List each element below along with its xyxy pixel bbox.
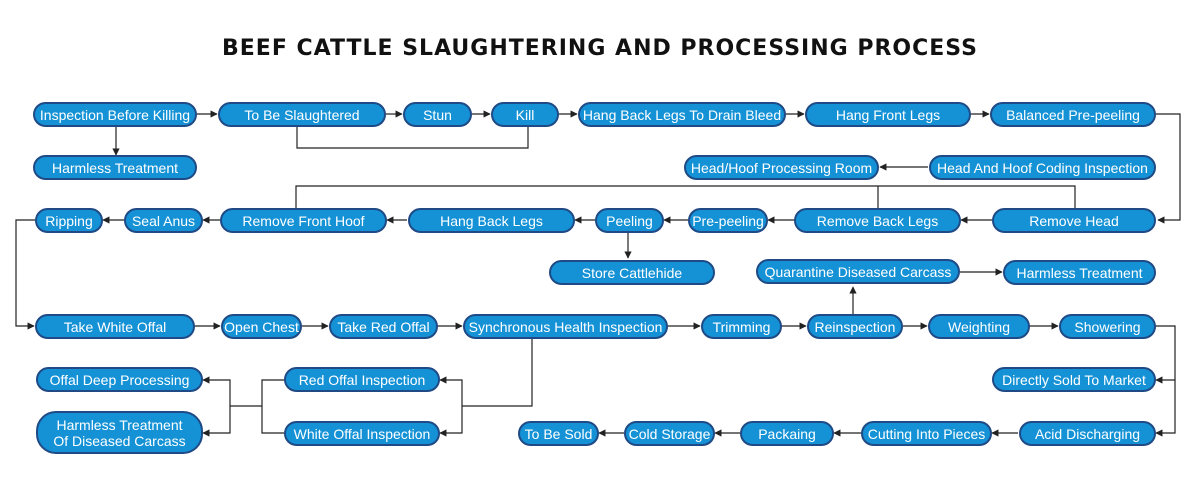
node-weighting: Weighting [928, 314, 1030, 339]
connector-sync-to-offal [462, 338, 533, 407]
node-to-be-sold: To Be Sold [518, 421, 599, 446]
node-balanced-pre-peeling: Balanced Pre-peeling [990, 102, 1156, 127]
node-head-hoof-coding: Head And Hoof Coding Inspection [929, 155, 1156, 180]
node-showering: Showering [1059, 314, 1156, 339]
node-directly-sold: Directly Sold To Market [992, 367, 1156, 392]
node-kill: Kill [491, 102, 559, 127]
arrow-to-red-offal-inspection [439, 376, 463, 406]
node-head-hoof-room: Head/Hoof Processing Room [684, 155, 879, 180]
connector-red-offal-left [261, 379, 284, 434]
node-ripping: Ripping [35, 208, 103, 233]
connector-remove-head-coding [295, 185, 1076, 208]
node-pre-peeling: Pre-peeling [688, 208, 768, 233]
node-red-offal-inspection: Red Offal Inspection [284, 367, 440, 392]
connector-slaughtered-kill [296, 126, 529, 149]
node-store-cattlehide: Store Cattlehide [549, 260, 715, 285]
node-open-chest: Open Chest [221, 314, 302, 339]
node-harmless-treatment-diseased: Harmless Treatment Of Diseased Carcass [36, 411, 203, 454]
node-hang-back-legs-drain: Hang Back Legs To Drain Bleed [578, 102, 786, 127]
arrow-to-white-offal-inspection [439, 406, 463, 437]
diagram-title: BEEF CATTLE SLAUGHTERING AND PROCESSING … [222, 36, 978, 61]
node-stun: Stun [403, 102, 472, 127]
node-hang-back-legs: Hang Back Legs [408, 208, 575, 233]
node-acid-discharging: Acid Discharging [1019, 421, 1156, 446]
arrow-showering-to-acid [1155, 380, 1176, 437]
arrow-balanced-to-remove-head [1156, 113, 1181, 224]
node-white-offal-inspection: White Offal Inspection [284, 421, 440, 446]
node-inspection-before-killing: Inspection Before Killing [33, 102, 197, 127]
node-remove-front-hoof: Remove Front Hoof [220, 208, 387, 233]
node-packaing: Packaing [740, 421, 834, 446]
arrow-to-harmless-diseased [202, 406, 231, 437]
node-remove-back-legs: Remove Back Legs [794, 208, 961, 233]
node-to-be-slaughtered: To Be Slaughtered [218, 102, 386, 127]
node-sync-health-inspection: Synchronous Health Inspection [463, 314, 668, 339]
node-seal-anus: Seal Anus [124, 208, 203, 233]
node-take-red-offal: Take Red Offal [329, 314, 438, 339]
arrow-ripping-to-white-offal [15, 219, 35, 330]
arrow-to-offal-deep [202, 376, 231, 406]
node-remove-head: Remove Head [992, 208, 1156, 233]
node-offal-deep-processing: Offal Deep Processing [36, 367, 203, 392]
node-reinspection: Reinspection [807, 314, 903, 339]
node-harmless-treatment: Harmless Treatment [33, 155, 197, 180]
node-quarantine-diseased: Quarantine Diseased Carcass [756, 259, 960, 284]
node-cutting-into-pieces: Cutting Into Pieces [861, 421, 992, 446]
node-take-white-offal: Take White Offal [35, 314, 195, 339]
node-hang-front-legs: Hang Front Legs [805, 102, 971, 127]
node-trimming: Trimming [701, 314, 782, 339]
node-cold-storage: Cold Storage [624, 421, 715, 446]
node-peeling: Peeling [595, 208, 664, 233]
node-harmless-treatment-2: Harmless Treatment [1003, 260, 1156, 285]
arrow-showering-to-sold-market [1155, 325, 1176, 384]
